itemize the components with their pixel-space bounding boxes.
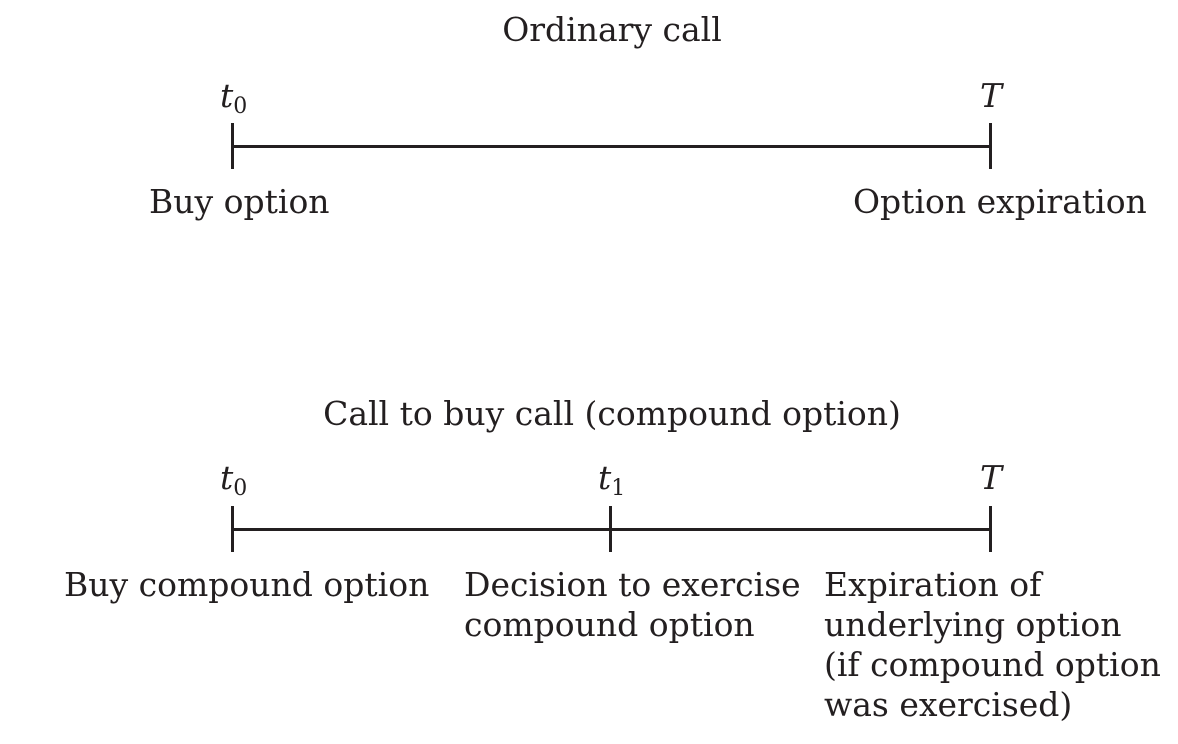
compound-option-expiration-label-line: (if compound option (824, 645, 1161, 684)
compound-option-timeline-line (232, 528, 992, 531)
ordinary-call-timeline-line (232, 145, 992, 148)
ordinary-call-t0-label: t0 (220, 76, 248, 119)
compound-option-decision-label-line: compound option (464, 605, 755, 644)
ordinary-call-title: Ordinary call (502, 10, 722, 49)
compound-option-buy-label-line: Buy compound option (64, 565, 430, 604)
compound-option-expiration-label-line: Expiration of (824, 565, 1042, 604)
compound-option-decision-label: Decision to exercise compound option (464, 565, 801, 645)
ordinary-call-buy-option-label: Buy option (149, 182, 330, 221)
compound-option-tick-t0 (231, 506, 234, 552)
compound-option-title: Call to buy call (compound option) (323, 394, 901, 433)
compound-option-expiration-label-line: was exercised) (824, 685, 1073, 724)
compound-option-tick-t1 (609, 506, 612, 552)
compound-option-buy-label: Buy compound option (64, 565, 429, 605)
ordinary-call-tick-T (989, 123, 992, 169)
compound-option-tick-T (989, 506, 992, 552)
ordinary-call-tick-t0 (231, 123, 234, 169)
compound-option-decision-label-line: Decision to exercise (464, 565, 801, 604)
compound-option-expiration-label-line: underlying option (824, 605, 1122, 644)
compound-option-t1-label: t1 (598, 458, 626, 501)
compound-option-expiration-label: Expiration of underlying option (if comp… (824, 565, 1161, 725)
compound-option-t0-label: t0 (220, 458, 248, 501)
ordinary-call-T-label: T (980, 76, 1003, 115)
compound-option-T-label: T (980, 458, 1003, 497)
ordinary-call-expiration-label: Option expiration (853, 182, 1147, 221)
